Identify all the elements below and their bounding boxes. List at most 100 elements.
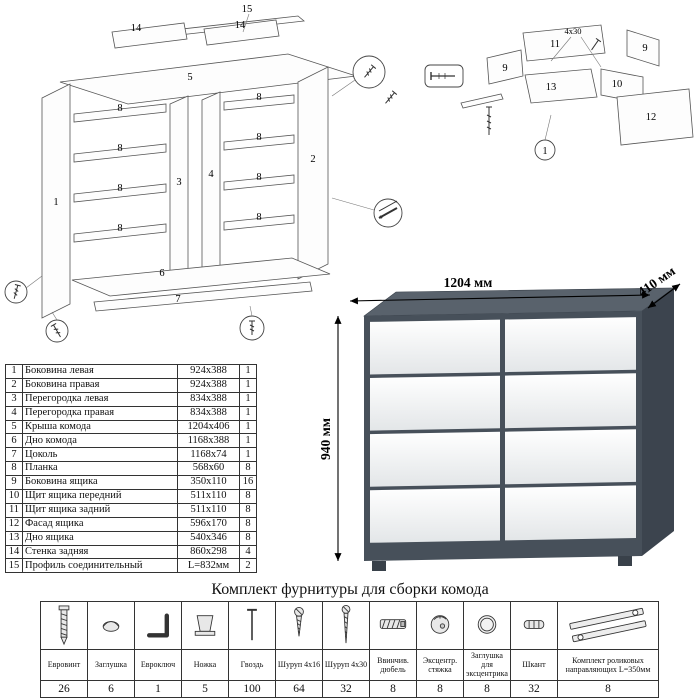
dresser-right-side [642,288,674,556]
part-label-12: 12 [646,112,657,123]
part-name-cell: Боковина ящика [22,475,178,491]
hardware-name: Заглушка [87,649,135,681]
leg-icon [194,615,216,636]
part-num-cell: 1 [5,364,23,379]
depth-dimension-arrow [647,283,681,309]
roller-guide-rail [460,93,504,109]
hardware-names-row: Евровинт Заглушка Евроключ Ножка Гвоздь … [40,649,659,681]
rail-8 [223,94,295,111]
hardware-name: Ножка [181,649,229,681]
part-size-cell: 860x298 [177,544,240,560]
part-label-2: 2 [310,154,315,165]
hardware-icon-cell [275,601,323,650]
back-wall-14-right [203,19,280,46]
part-qty-cell: 1 [239,391,257,407]
part-num-cell: 11 [5,502,23,518]
hardware-qty: 8 [557,679,659,698]
rail-8 [73,103,167,123]
part-size-cell: 1204x406 [177,419,240,435]
plug-icon [102,621,120,632]
hardware-qty: 32 [510,679,558,698]
part-num-cell: 13 [5,530,23,546]
dresser-render: 1204 мм 410 мм 940 мм [318,263,681,571]
part-name-cell: Дно комода [22,433,178,449]
part-size-cell: L=832мм [177,558,240,574]
hardware-name: Гвоздь [228,649,276,681]
part-name-cell: Перегородка левая [22,391,178,407]
drawer-front [505,373,636,429]
dowel-icon [523,620,545,629]
part-label-8: 8 [117,223,122,234]
carcass-panels [41,15,357,319]
part-num-cell: 3 [5,391,23,407]
part-num-cell: 2 [5,377,23,393]
part-label-8: 8 [256,132,261,143]
part-name-cell: Цоколь [22,447,178,463]
step-number-label: 1 [542,146,547,157]
dimension-annotations [334,283,681,561]
width-dimension-arrow [349,291,651,305]
part-qty-cell: 4 [239,544,257,560]
part-num-cell: 12 [5,516,23,532]
part-name-cell: Дно ящика [22,530,178,546]
drawer-bottom-13 [524,68,598,104]
drawer-front [505,429,636,485]
hardware-name: Заглушка для эксцентрика [463,649,511,681]
nail-icon [247,608,257,641]
part-num-cell: 6 [5,433,23,449]
part-num-cell: 7 [5,447,23,463]
part-size-cell: 924x388 [177,364,240,379]
part-num-cell: 10 [5,489,23,504]
euro-screw-icon [58,605,70,646]
hardware-qty: 1 [134,679,182,698]
rail-8 [73,143,167,163]
cam-lock-icon [430,615,450,634]
part-name-cell: Перегородка правая [22,405,178,421]
part-num-cell: 9 [5,475,23,491]
drawer-front [370,375,500,431]
part-label-10: 10 [612,79,623,90]
part-size-cell: 540x346 [177,530,240,546]
hardware-qty: 5 [181,679,229,698]
left-side-panel-1 [41,83,71,319]
drawer-front [370,431,500,487]
screw-4x30-icon [341,605,351,644]
part-number-labels: 15 14 14 5 1 2 3 4 6 7 8 8 8 8 8 8 8 8 [53,4,315,305]
drawer-fronts [370,317,636,543]
part-num-cell: 8 [5,461,23,477]
part-label-3: 3 [176,177,181,188]
part-size-cell: 834x388 [177,405,240,421]
part-size-cell: 350x110 [177,475,240,491]
hex-key-icon [146,613,170,638]
part-qty-cell: 1 [239,364,257,379]
part-qty-cell: 8 [239,530,257,546]
part-qty-cell: 8 [239,502,257,518]
drawer-facade-12 [616,88,694,146]
hardware-icon-cell [369,601,417,650]
rail-8 [223,214,295,231]
fastener-callouts [4,55,403,343]
hardware-name: Евроключ [134,649,182,681]
width-dimension-label: 1204 мм [444,275,493,290]
hardware-kit-title: Комплект фурнитуры для сборки комода [211,581,489,598]
hardware-icons-row [40,601,659,650]
part-num-cell: 4 [5,405,23,421]
drawer-front [505,317,636,373]
hardware-name: Шкант [510,649,558,681]
part-size-cell: 568x60 [177,461,240,477]
partition-left-3 [169,95,189,285]
hardware-icon-cell [416,601,464,650]
hardware-icon-cell [87,601,135,650]
rail-8 [73,223,167,243]
